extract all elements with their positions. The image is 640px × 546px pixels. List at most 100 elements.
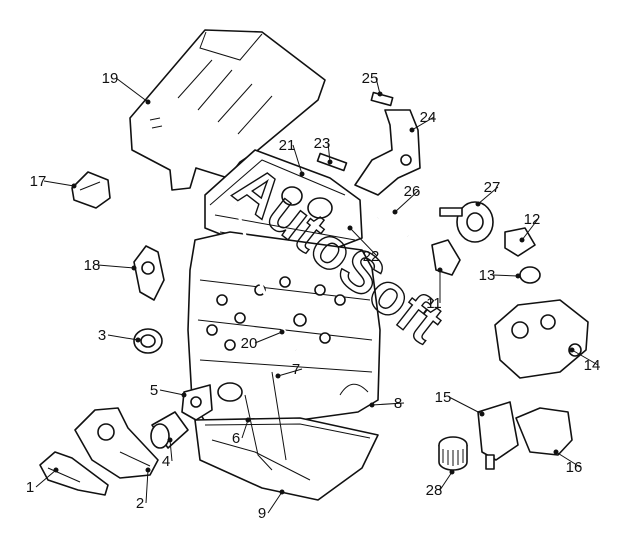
callout-dot-21 — [299, 171, 305, 177]
callout-dot-8 — [369, 402, 375, 408]
callout-leader-6 — [241, 419, 249, 439]
hose — [376, 213, 411, 238]
glow-plug — [370, 91, 394, 107]
callout-number-2: 2 — [136, 495, 144, 512]
callout-dot-26 — [392, 209, 398, 215]
callout-dot-25 — [377, 91, 383, 97]
callout-number-9: 9 — [258, 505, 266, 522]
callout-number-8: 8 — [394, 395, 402, 412]
callout-dot-2 — [145, 467, 151, 473]
callout-leader-21 — [292, 144, 303, 175]
callout-dot-13 — [515, 273, 521, 279]
callout-leader-4 — [169, 439, 173, 462]
oil-filter — [150, 411, 189, 449]
callout-dot-5 — [181, 392, 187, 398]
callout-number-3: 3 — [98, 327, 106, 344]
pulley — [439, 201, 494, 243]
callout-number-7: 7 — [292, 361, 300, 378]
callout-dot-17 — [71, 183, 77, 189]
callout-number-25: 25 — [362, 70, 379, 87]
dipstick — [271, 371, 287, 461]
callout-dot-23 — [327, 159, 333, 165]
callout-leader-19 — [115, 77, 149, 103]
callout-leader-28 — [439, 471, 453, 491]
callout-dot-12 — [519, 237, 525, 243]
callout-leader-23 — [327, 142, 331, 163]
callout-dot-19 — [145, 99, 151, 105]
callout-number-18: 18 — [84, 257, 101, 274]
callout-number-13: 13 — [479, 267, 496, 284]
callout-dot-15 — [479, 411, 485, 417]
filter-element — [438, 436, 468, 471]
callout-leader-25 — [375, 77, 381, 95]
temperature-sensor — [504, 227, 536, 257]
callout-number-20: 20 — [241, 335, 258, 352]
callout-leader-18 — [97, 264, 135, 269]
callout-leader-20 — [254, 331, 283, 344]
callout-leader-14 — [571, 349, 599, 366]
sensor-cap — [519, 266, 541, 284]
callout-dot-4 — [167, 437, 173, 443]
callout-dot-27 — [475, 201, 481, 207]
callout-leader-13 — [492, 274, 519, 277]
callout-leader-9 — [267, 491, 283, 514]
callout-leader-5 — [159, 389, 185, 396]
callout-dot-11 — [437, 267, 443, 273]
callout-leader-17 — [43, 180, 75, 187]
callout-dot-9 — [279, 489, 285, 495]
oil-pump — [74, 407, 159, 479]
callout-leader-24 — [411, 116, 435, 131]
callout-number-1: 1 — [26, 479, 34, 496]
callout-number-5: 5 — [150, 382, 158, 399]
callout-number-23: 23 — [314, 135, 331, 152]
callout-dot-16 — [553, 449, 559, 455]
mount-pad — [71, 171, 111, 209]
callout-number-24: 24 — [420, 109, 437, 126]
callout-leader-8 — [371, 402, 405, 406]
oil-filter-bracket — [181, 384, 213, 421]
callout-dot-6 — [245, 417, 251, 423]
thermostat-housing — [494, 299, 589, 379]
filter-housing — [515, 407, 573, 456]
callout-leader-12 — [521, 218, 539, 241]
callout-dot-18 — [131, 265, 137, 271]
engine-bracket — [133, 245, 165, 301]
callout-leader-27 — [477, 186, 499, 205]
sensor — [431, 239, 461, 276]
callout-number-26: 26 — [404, 183, 421, 200]
callout-dot-24 — [409, 127, 415, 133]
callout-leader-2 — [145, 469, 149, 504]
callout-number-19: 19 — [102, 70, 119, 87]
callout-leader-26 — [394, 190, 419, 213]
callout-dot-22 — [347, 225, 353, 231]
callout-number-14: 14 — [584, 357, 601, 374]
coolant-hose — [234, 204, 298, 351]
callout-number-6: 6 — [232, 430, 240, 447]
callout-leader-1 — [35, 469, 57, 488]
callout-dot-14 — [569, 347, 575, 353]
callout-dot-3 — [135, 337, 141, 343]
oil-pickup — [39, 451, 109, 496]
callout-leader-3 — [107, 334, 139, 341]
callout-dot-20 — [279, 329, 285, 335]
oil-sump — [194, 417, 379, 501]
callout-number-22: 22 — [363, 248, 380, 265]
dipstick-tube — [244, 394, 273, 471]
callout-number-27: 27 — [484, 179, 501, 196]
seal-ring — [133, 328, 163, 354]
callout-dot-1 — [53, 467, 59, 473]
callout-dot-28 — [449, 469, 455, 475]
callout-leader-22 — [349, 227, 378, 257]
callout-number-28: 28 — [426, 482, 443, 499]
callout-number-16: 16 — [566, 459, 583, 476]
callout-number-17: 17 — [30, 173, 47, 190]
callout-number-12: 12 — [524, 211, 541, 228]
callout-dot-7 — [275, 373, 281, 379]
callout-number-21: 21 — [279, 137, 296, 154]
callout-leader-15 — [448, 396, 483, 415]
mounting-bracket — [354, 109, 421, 196]
callout-leader-7 — [277, 368, 303, 377]
fuel-filter — [477, 401, 519, 470]
callout-number-4: 4 — [162, 453, 170, 470]
